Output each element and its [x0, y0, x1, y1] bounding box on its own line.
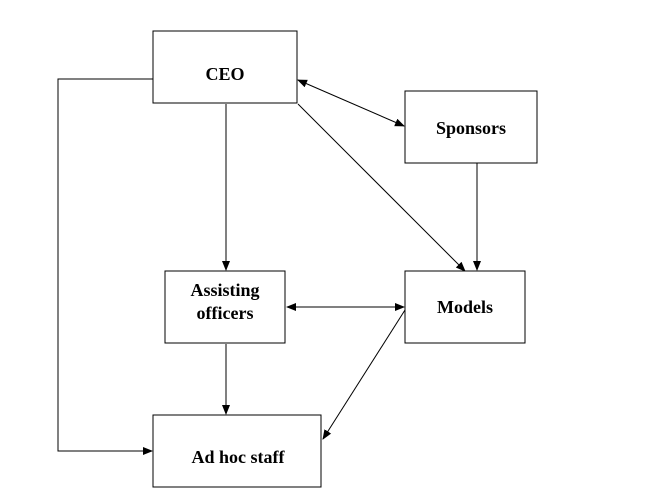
- node-ad-hoc-staff-label: Ad hoc staff: [192, 447, 286, 467]
- node-assisting-officers-label-line1: Assisting: [190, 280, 259, 300]
- edge-models-adhoc: [322, 309, 406, 440]
- node-assisting-officers-label-line2: officers: [197, 303, 254, 323]
- node-ad-hoc-staff: Ad hoc staff: [152, 414, 322, 488]
- node-ad-hoc-staff-box: [152, 414, 322, 488]
- edge-ceo-sponsors: [297, 79, 405, 127]
- edges: [57, 78, 481, 455]
- node-sponsors-box: [404, 90, 538, 164]
- node-sponsors-label: Sponsors: [436, 118, 506, 138]
- node-assisting-officers-box: [164, 270, 286, 344]
- node-ceo-box: [152, 30, 298, 104]
- node-assisting-officers: Assisting officers: [164, 270, 286, 344]
- edge-ceo-adhoc: [57, 78, 153, 455]
- node-ceo: CEO: [152, 30, 298, 104]
- node-models-label: Models: [437, 297, 493, 317]
- node-sponsors: Sponsors: [404, 90, 538, 164]
- node-models-box: [404, 270, 526, 344]
- edge-ceo-models: [297, 103, 466, 272]
- node-models: Models: [404, 270, 526, 344]
- node-ceo-label: CEO: [205, 64, 244, 84]
